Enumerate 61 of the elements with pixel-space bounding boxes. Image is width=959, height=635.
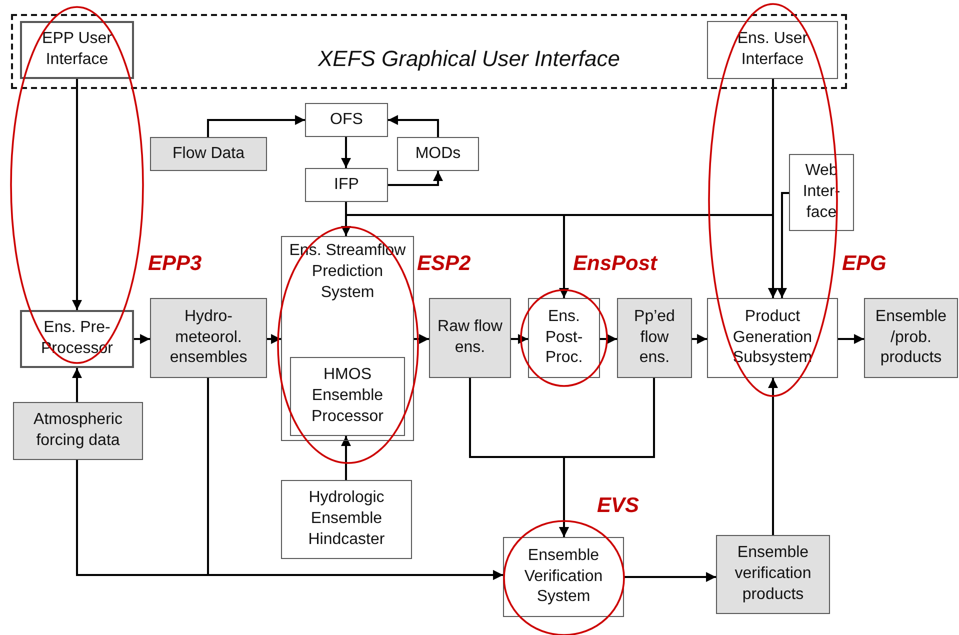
data-box xyxy=(13,402,143,460)
node-label: Ens. Post- Proc. xyxy=(544,306,584,368)
node-label: Pp’ed flow ens. xyxy=(633,306,676,368)
arrow xyxy=(207,378,503,580)
process-box xyxy=(281,480,412,559)
arrow xyxy=(414,334,429,344)
process-box xyxy=(20,21,134,79)
node-label: Flow Data xyxy=(172,144,245,164)
arrow xyxy=(559,378,655,537)
arrow xyxy=(72,368,82,402)
node-label: Ens. User Interface xyxy=(736,29,809,70)
process-box xyxy=(707,21,838,79)
node-label: Ensemble /prob. products xyxy=(874,306,948,368)
module-label: EnsPost xyxy=(573,252,658,276)
process-box xyxy=(397,137,479,171)
data-box xyxy=(864,298,958,378)
interface-band xyxy=(11,14,847,89)
band-title: XEFS Graphical User Interface xyxy=(318,45,620,74)
arrow xyxy=(624,572,716,582)
arrow xyxy=(72,79,82,310)
process-box xyxy=(503,537,624,617)
data-box xyxy=(716,535,830,614)
arrow xyxy=(777,192,789,298)
node-label: Raw flow ens. xyxy=(436,317,504,358)
module-label: EPG xyxy=(842,252,886,276)
arrow xyxy=(267,334,281,344)
arrow xyxy=(134,334,150,344)
process-box xyxy=(707,298,838,378)
arrow xyxy=(341,137,351,168)
data-box xyxy=(150,137,267,171)
node-label: Ensemble Verification System xyxy=(523,546,604,608)
node-label: Ensemble verification products xyxy=(734,543,812,605)
data-box xyxy=(617,298,692,378)
node-label: EPP User Interface xyxy=(41,29,113,70)
process-box xyxy=(281,236,414,441)
data-box xyxy=(429,298,511,378)
arrow xyxy=(692,334,707,344)
arrow xyxy=(511,334,528,344)
node-label: MODs xyxy=(415,144,461,164)
process-box xyxy=(290,357,405,436)
arrow xyxy=(768,79,778,298)
process-box xyxy=(305,168,388,202)
arrow xyxy=(388,171,443,186)
arrow xyxy=(388,115,439,137)
module-label: ESP2 xyxy=(417,252,471,276)
module-label: EPP3 xyxy=(148,252,202,276)
node-label: Hydrologic Ensemble Hindcaster xyxy=(307,488,386,550)
node-label: IFP xyxy=(334,174,359,195)
arrow xyxy=(600,334,617,344)
arrow xyxy=(207,115,305,137)
data-box xyxy=(150,298,267,378)
process-box xyxy=(305,103,388,137)
arrow xyxy=(838,334,864,344)
node-label: HMOS Ensemble Processor xyxy=(310,365,385,427)
process-box xyxy=(528,298,600,378)
arrow xyxy=(768,378,778,535)
node-label: Atmospheric forcing data xyxy=(32,410,124,451)
node-label: Hydro- meteorol. ensembles xyxy=(168,306,248,368)
module-label: EVS xyxy=(597,494,640,518)
process-box xyxy=(789,154,854,231)
node-label: OFS xyxy=(330,110,363,130)
